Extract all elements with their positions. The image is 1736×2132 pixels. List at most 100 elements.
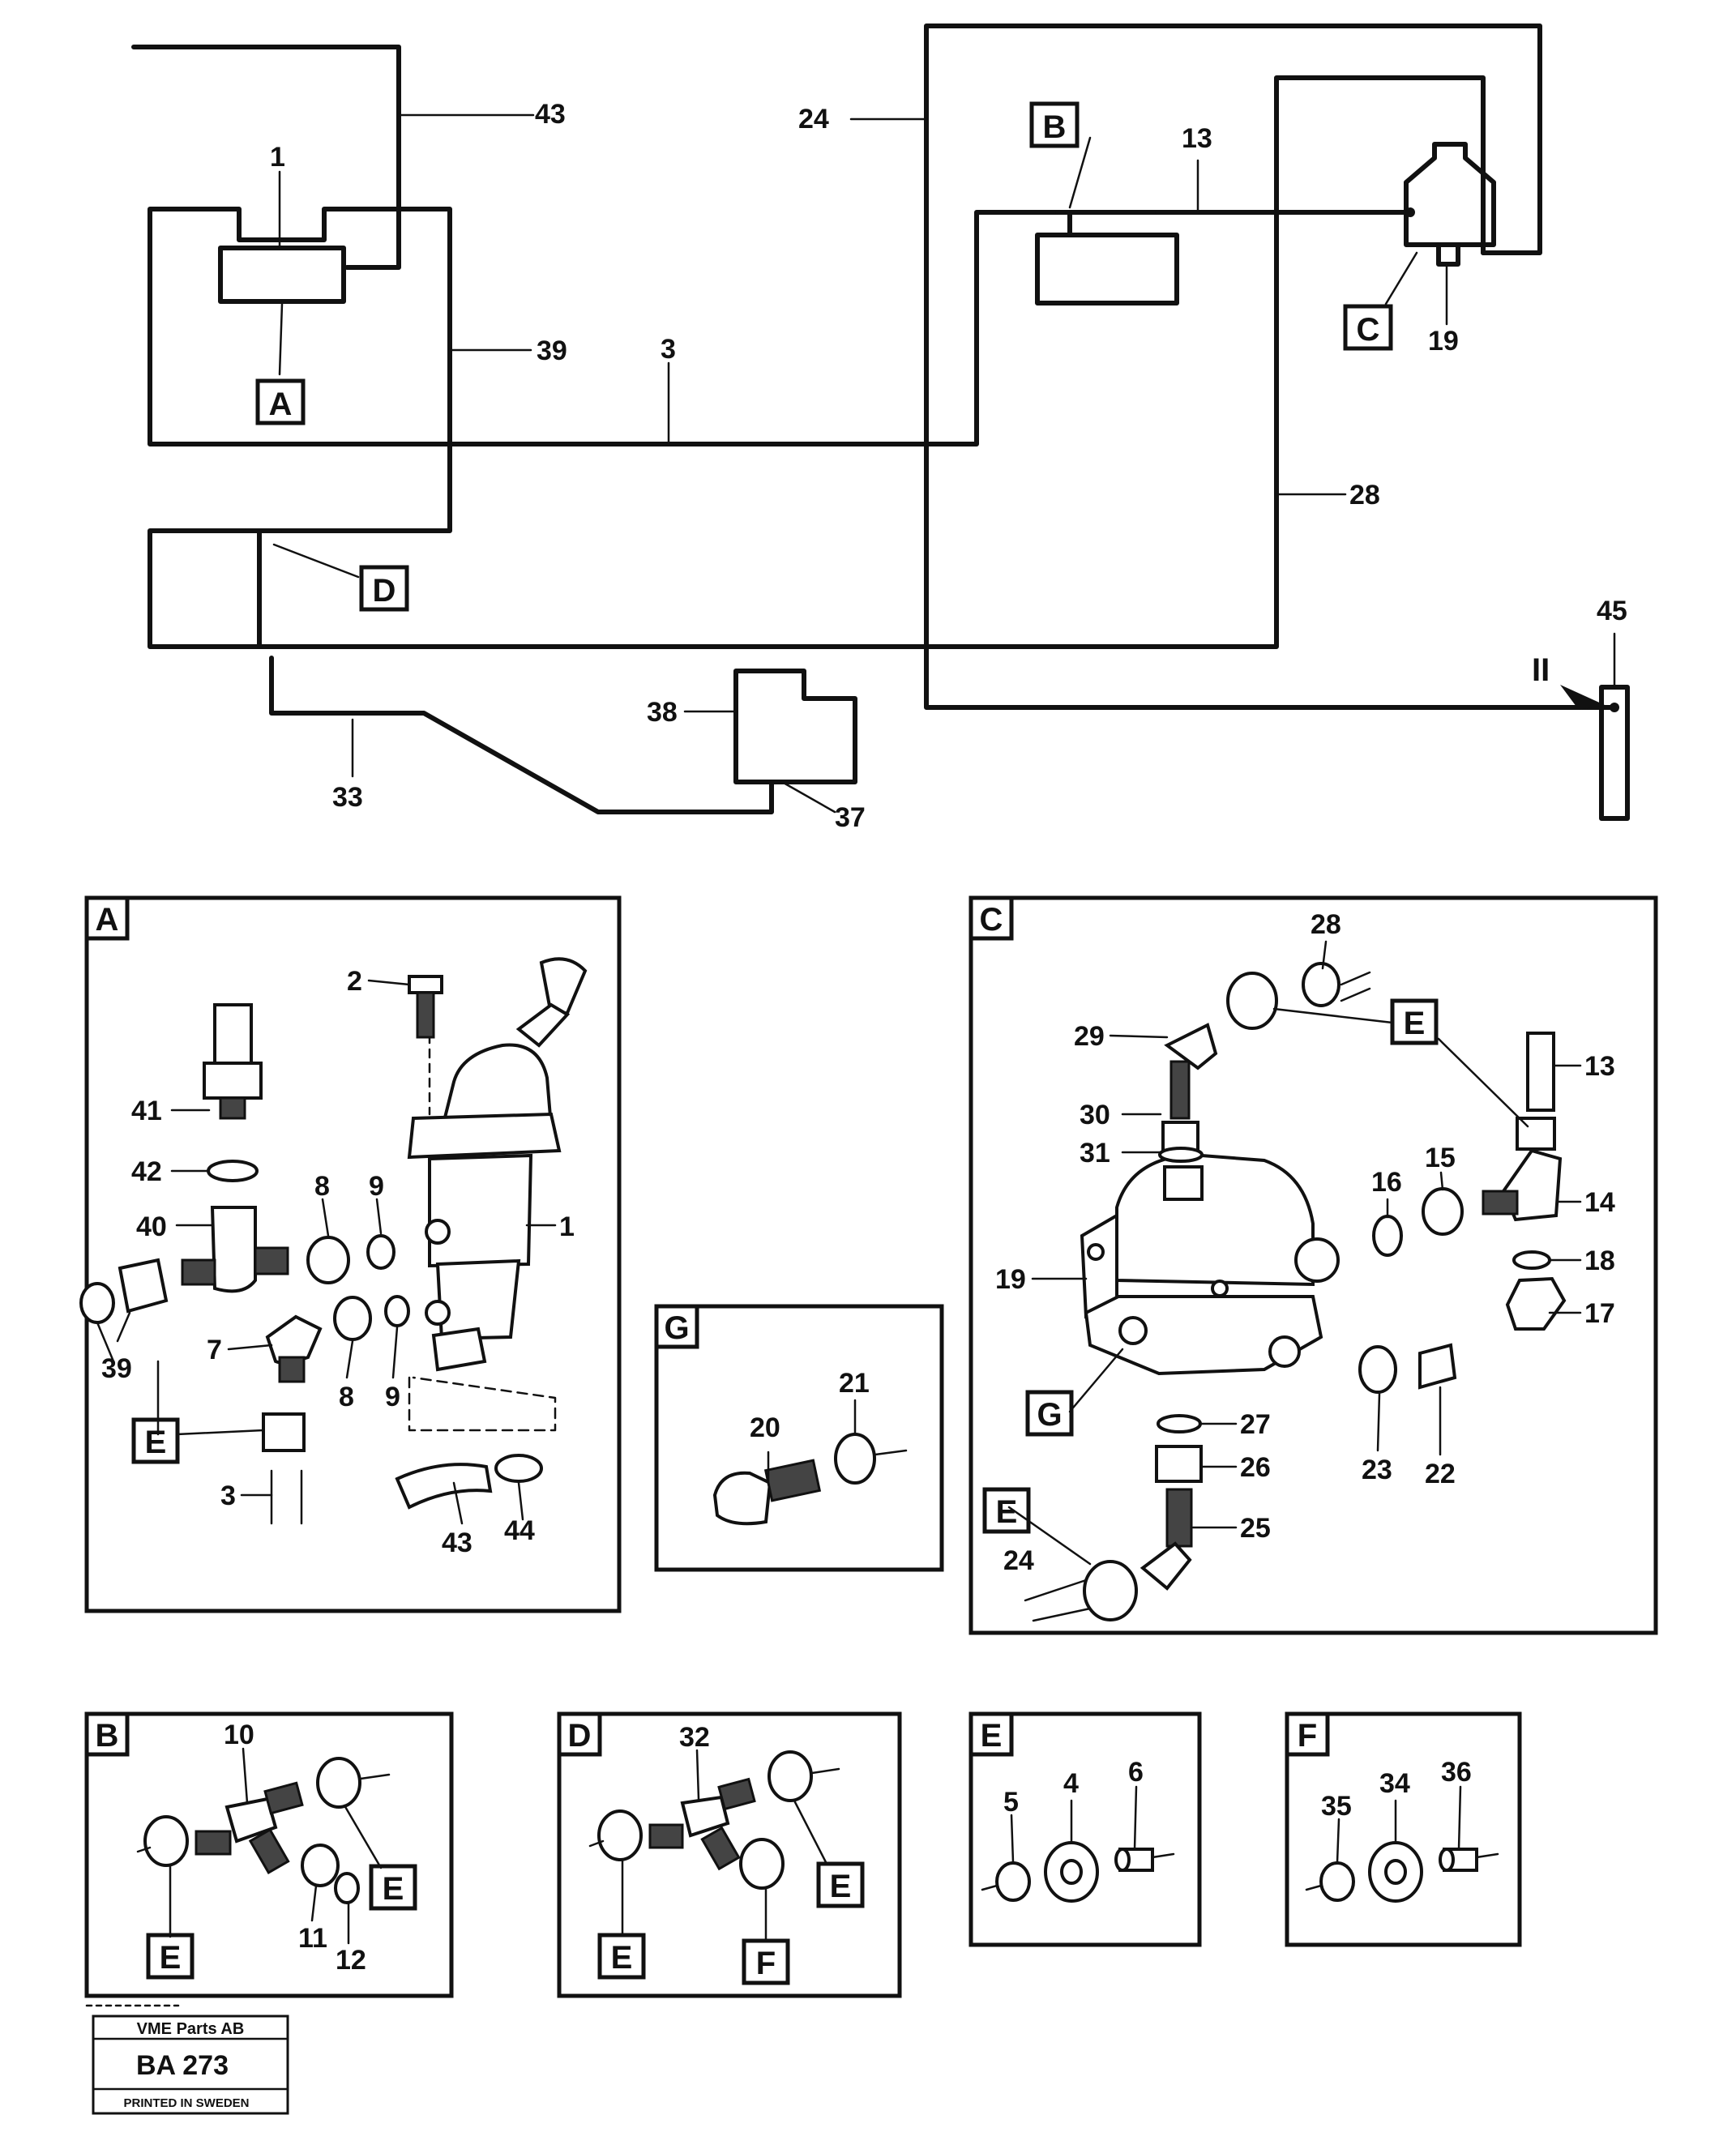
callout-24: 24 — [1003, 1545, 1034, 1576]
detail-g-title: G — [664, 1310, 689, 1346]
callout-20: 20 — [750, 1412, 780, 1443]
callout-3: 3 — [220, 1480, 236, 1511]
callout-39: 39 — [537, 335, 567, 366]
detail-c-callouts: 28 29 E 13 30 31 16 15 14 19 18 17 G 27 … — [982, 909, 1615, 1576]
callout-30: 30 — [1080, 1100, 1110, 1130]
detail-g: G 20 21 — [654, 1304, 944, 1572]
callout-24: 24 — [798, 104, 829, 135]
unloader-valve-19 — [1080, 1152, 1340, 1376]
title-stamp: VME Parts AB BA 273 PRINTED IN SWEDEN — [85, 2004, 289, 2115]
stamp-company: VME Parts AB — [137, 2020, 245, 2038]
callout-45: 45 — [1597, 596, 1627, 626]
callout-36: 36 — [1441, 1757, 1472, 1788]
pipe-network — [131, 23, 1630, 821]
tee-10-fittings — [136, 1757, 391, 1904]
detail-b-title: B — [96, 1718, 119, 1754]
overview-detail-boxes: A B C D — [255, 101, 1393, 612]
detail-c: C — [968, 895, 1658, 1635]
callout-9: 9 — [369, 1171, 384, 1202]
nut-4-ring-5-sleeve-6 — [981, 1785, 1175, 1903]
callout-8: 8 — [314, 1171, 330, 1202]
detail-d-title: D — [568, 1718, 592, 1754]
callout-27: 27 — [1240, 1409, 1271, 1440]
pressure-switch-41 — [203, 1003, 263, 1182]
callout-23: 23 — [1362, 1455, 1392, 1485]
callout-28: 28 — [1311, 909, 1341, 940]
callout-14: 14 — [1584, 1187, 1615, 1218]
callout-11: 11 — [298, 1923, 327, 1954]
stamp-printed: PRINTED IN SWEDEN — [123, 2096, 249, 2110]
detail-a: A — [79, 895, 622, 1613]
callout-19: 19 — [995, 1264, 1026, 1295]
overview-leaders — [272, 113, 1616, 814]
callout-13: 13 — [1182, 123, 1212, 154]
callout-26: 26 — [1240, 1452, 1271, 1483]
detail-box-c: C — [1357, 312, 1380, 348]
detail-a-title: A — [96, 902, 119, 938]
view-marker-ii: II — [1532, 652, 1550, 688]
nuts-washers — [262, 1234, 410, 1525]
detail-box-d: D — [373, 573, 396, 609]
callout-42: 42 — [131, 1156, 162, 1187]
hose-43-clamp-44 — [395, 1376, 557, 1510]
callout-43: 43 — [442, 1527, 472, 1558]
detail-box-a: A — [269, 387, 293, 422]
callout-34: 34 — [1379, 1768, 1410, 1799]
detail-c-ref-e-top: E — [1404, 1006, 1426, 1041]
tee-fitting-40 — [79, 1206, 289, 1363]
callout-3: 3 — [661, 334, 676, 365]
callout-10: 10 — [224, 1720, 254, 1750]
detail-d-ref-e-left: E — [611, 1940, 633, 1976]
detail-c-leaders — [1007, 940, 1582, 1566]
detail-d: D 32 E E F — [557, 1711, 902, 1998]
detail-c-title: C — [980, 902, 1003, 938]
callout-38: 38 — [647, 697, 678, 728]
callout-25: 25 — [1240, 1513, 1271, 1544]
detail-d-leaders — [621, 1749, 828, 1942]
detail-f: F 35 34 36 — [1285, 1711, 1522, 1947]
detail-a-ref-e: E — [145, 1425, 167, 1460]
detail-e: E 5 4 6 — [968, 1711, 1202, 1947]
detail-c-ref-g: G — [1037, 1397, 1062, 1433]
callout-28: 28 — [1349, 480, 1380, 511]
detail-c-ref-e-bottom: E — [996, 1494, 1018, 1530]
callout-2: 2 — [347, 966, 362, 997]
nut-34-ring-35-sleeve-36 — [1305, 1785, 1499, 1903]
detail-b: B 10 E E 11 12 — [84, 1711, 454, 1998]
callout-21: 21 — [839, 1368, 870, 1399]
detail-box-b: B — [1043, 109, 1067, 145]
callout-6: 6 — [1128, 1757, 1144, 1788]
detail-b-ref-e-right: E — [383, 1871, 404, 1907]
callout-33: 33 — [332, 782, 363, 813]
callout-1: 1 — [559, 1211, 575, 1242]
stamp-drawing-number: BA 273 — [136, 2050, 229, 2081]
callout-17: 17 — [1584, 1298, 1615, 1329]
detail-d-ref-e-right: E — [830, 1869, 852, 1904]
callout-31: 31 — [1080, 1138, 1110, 1169]
screw-20-washer-21 — [712, 1399, 908, 1526]
callout-13: 13 — [1584, 1051, 1615, 1082]
callout-5: 5 — [1003, 1787, 1019, 1818]
callout-8b: 8 — [339, 1382, 354, 1412]
callout-19: 19 — [1428, 326, 1459, 357]
callout-7: 7 — [207, 1335, 222, 1365]
overview-callouts: 43 1 39 3 24 13 19 28 45 38 33 37 II — [270, 99, 1627, 833]
callout-37: 37 — [835, 802, 866, 833]
callout-40: 40 — [136, 1211, 167, 1242]
detail-a-callouts: 2 41 42 8 9 40 1 39 7 8 9 E 3 43 44 — [101, 966, 575, 1558]
callout-39: 39 — [101, 1353, 132, 1384]
callout-15: 15 — [1425, 1143, 1456, 1173]
detail-d-ref-f: F — [756, 1946, 776, 1981]
callout-18: 18 — [1584, 1245, 1615, 1276]
callout-44: 44 — [504, 1515, 535, 1546]
callout-29: 29 — [1074, 1021, 1105, 1052]
callout-1: 1 — [270, 142, 285, 173]
callout-32: 32 — [679, 1722, 710, 1753]
tee-32-fittings — [588, 1750, 840, 1890]
hand-control-valve-1 — [407, 957, 588, 1372]
detail-f-title: F — [1298, 1718, 1317, 1754]
overview-schematic: 43 1 39 3 24 13 19 28 45 38 33 37 II A B… — [131, 23, 1630, 833]
callout-35: 35 — [1321, 1791, 1352, 1822]
detail-a-leaders — [116, 979, 557, 1525]
